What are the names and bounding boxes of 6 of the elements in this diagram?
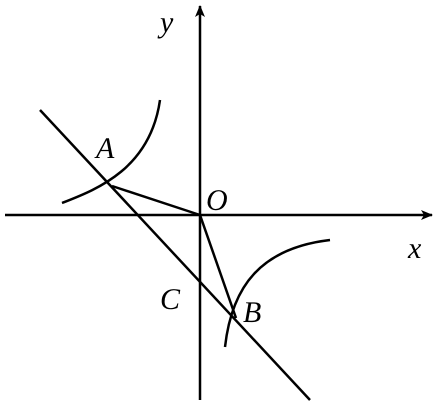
point-label: C [160,285,180,315]
point-label: A [96,134,114,164]
point-label: O [206,186,228,216]
point-label: B [243,298,262,328]
axis-label: x [408,234,422,264]
axis-label: y [160,8,174,38]
